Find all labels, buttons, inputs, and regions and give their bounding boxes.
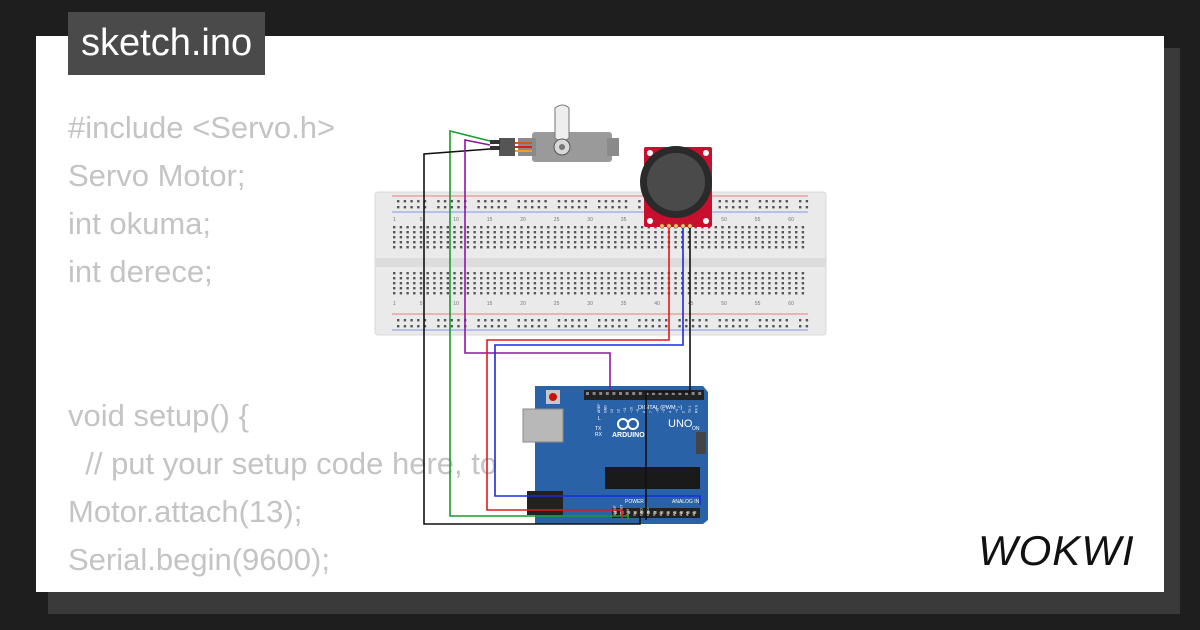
digital-header [584, 390, 704, 400]
analog-power-pin-label: Vin [653, 511, 657, 516]
analog-power-pin-label: 3.3V [626, 508, 630, 516]
digital-pin-label: AREF [597, 404, 601, 413]
digital-pin-label: TX 1 [688, 406, 692, 413]
breadboard-col-number: 30 [587, 217, 593, 223]
breadboard-col-number: 15 [487, 301, 493, 307]
header-pin-holes [586, 392, 702, 514]
wokwi-logo: WOKWI [978, 527, 1135, 574]
code-line: } [68, 584, 768, 592]
analog-power-pin-label: GND [639, 508, 643, 516]
breadboard-col-number: 20 [520, 217, 526, 223]
wire-black-joystick [645, 228, 691, 520]
wire-red [486, 228, 670, 518]
power-label: POWER [625, 499, 644, 505]
digital-pin-label: 8 [643, 411, 647, 413]
breadboard-col-number: 60 [788, 217, 794, 223]
code-line: int derece; [68, 254, 213, 289]
led-label-on: ON [692, 426, 700, 432]
breadboard-col-number: 55 [755, 217, 761, 223]
digital-pin-label: 12 [617, 409, 621, 413]
breadboard-col-number: 30 [587, 301, 593, 307]
code-line: Serial.begin(9600); [68, 542, 330, 577]
digital-pin-label: 13 [610, 409, 614, 413]
servo-motor[interactable] [490, 104, 619, 162]
digital-pin-label: ~6 [656, 409, 660, 413]
reset-button[interactable] [549, 393, 557, 401]
analog-power-pin-label: 5V [633, 511, 637, 516]
digital-pin-label: 2 [682, 411, 686, 413]
uno-label: UNO [668, 418, 693, 430]
breadboard-col-number: 5 [420, 217, 423, 223]
breadboard-col-number: 1 [393, 217, 396, 223]
breadboard-col-number: 25 [554, 301, 560, 307]
code-line: #include <Servo.h> [68, 110, 336, 145]
breadboard-col-number: 60 [788, 301, 794, 307]
wire-purple [464, 139, 611, 390]
code-line: int okuma; [68, 206, 212, 241]
analog-power-pin-label: GND [646, 508, 650, 516]
digital-pin-label: RX 0 [695, 405, 699, 413]
analog-power-pin-label: A1 [666, 512, 670, 516]
wokwi-logo-text: WOKWI [978, 527, 1135, 574]
breadboard-col-number: 55 [755, 301, 761, 307]
code-line: Motor.attach(13); [68, 494, 303, 529]
led-label-tx: TX [595, 426, 602, 432]
wires [423, 129, 701, 525]
breadboard-col-number: 50 [721, 301, 727, 307]
digital-pin-label: ~9 [636, 409, 640, 413]
breadboard-col-number: 20 [520, 301, 526, 307]
digital-pin-label: ~10 [630, 407, 634, 413]
analog-power-pin-label: A5 [692, 512, 696, 516]
digital-pin-label: 7 [649, 411, 653, 413]
atmega-chip [605, 467, 700, 489]
analog-label: ANALOG IN [672, 499, 700, 505]
digital-pin-label: 4 [669, 411, 673, 413]
arduino-uno[interactable]: DIGITAL (PWM ~) UNO ARDUINO L TX RX ON P… [522, 386, 708, 524]
analog-power-pin-label: A0 [659, 512, 663, 516]
digital-pin-label: ~5 [662, 409, 666, 413]
digital-pin-label: GND [604, 405, 608, 413]
code-line: Servo Motor; [68, 158, 246, 193]
wire-green [449, 129, 629, 520]
joystick-module[interactable] [640, 146, 712, 229]
wire-blue [494, 228, 701, 505]
analog-power-pin-label: A2 [672, 512, 676, 516]
code-preview: #include <Servo.h> Servo Motor; int okuma;… [68, 104, 768, 592]
breadboard-col-number: 10 [453, 217, 459, 223]
analog-power-pin-label: A3 [679, 512, 683, 516]
led-label-rx: RX [595, 432, 603, 438]
wire-black-servo [423, 148, 641, 525]
led-label-l: L [598, 416, 601, 422]
arduino-brand-label: ARDUINO [612, 432, 645, 439]
breadboard-col-number: 35 [621, 301, 627, 307]
breadboard-col-number: 15 [487, 217, 493, 223]
arduino-logo-icon [617, 418, 639, 430]
code-line: // put your setup code here, to [68, 446, 498, 481]
breadboard-col-number: 50 [721, 217, 727, 223]
breadboard-col-number: 35 [621, 217, 627, 223]
digital-pin-label: ~11 [623, 407, 627, 413]
digital-label: DIGITAL (PWM ~) [638, 405, 682, 411]
breadboard-col-number: 10 [453, 301, 459, 307]
breadboard-col-number: 25 [554, 217, 560, 223]
analog-power-pin-label: A4 [686, 512, 690, 516]
sketch-filename-tab[interactable]: sketch.ino [68, 12, 266, 75]
usb-port [522, 408, 564, 443]
digital-pin-label: ~3 [675, 409, 679, 413]
code-line: void setup() { [68, 398, 249, 433]
breadboard-col-number: 1 [393, 301, 396, 307]
breadboard-col-number: 5 [420, 301, 423, 307]
breadboard-col-number: 40 [654, 301, 660, 307]
power-jack [527, 491, 563, 515]
